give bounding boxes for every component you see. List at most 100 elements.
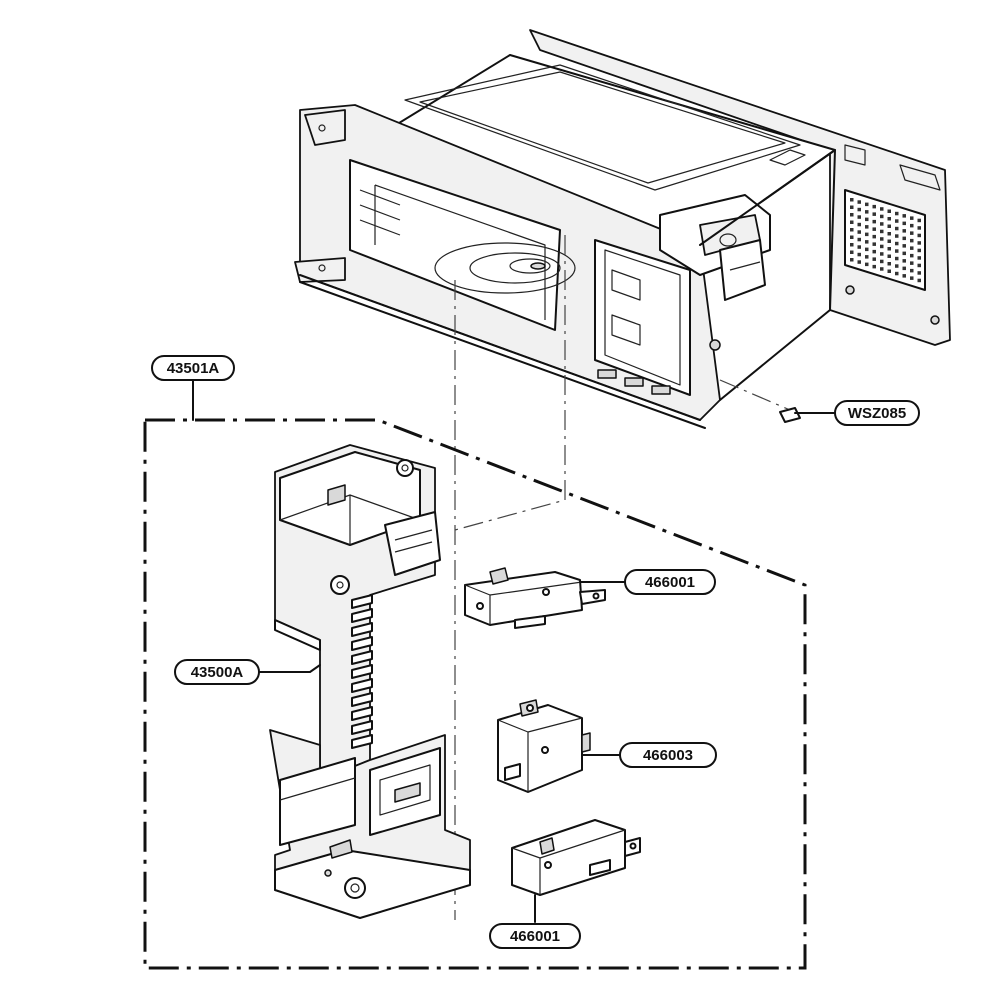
- vent-grille: [844, 189, 926, 291]
- grille-hole: [917, 218, 921, 223]
- grille-hole: [857, 260, 861, 264]
- grille-hole: [872, 242, 876, 246]
- grille-hole: [887, 209, 891, 213]
- grille-hole: [857, 245, 861, 249]
- grille-hole: [857, 252, 861, 257]
- callout-43501a: 43501A: [151, 355, 235, 381]
- grille-hole: [910, 261, 914, 265]
- grille-hole: [887, 239, 891, 243]
- grille-hole: [895, 249, 899, 253]
- switch-466003-middle: [497, 699, 591, 793]
- grille-hole: [917, 278, 921, 283]
- grille-hole: [910, 268, 914, 273]
- latch-rib: [351, 636, 373, 651]
- grille-hole: [895, 234, 899, 238]
- grille-hole: [895, 264, 899, 268]
- grille-hole: [872, 227, 876, 231]
- grille-hole: [887, 254, 891, 258]
- switch-466001-lower: [511, 819, 641, 896]
- grille-hole: [910, 238, 914, 243]
- grille-hole: [880, 222, 884, 226]
- callout-466001-upper: 466001: [624, 569, 716, 595]
- grille-hole: [865, 202, 869, 207]
- grille-hole: [850, 205, 854, 209]
- grille-hole: [887, 269, 891, 273]
- callout-43500a: 43500A: [174, 659, 260, 685]
- grille-hole: [850, 250, 854, 254]
- grille-hole: [865, 217, 869, 222]
- grille-hole: [887, 247, 891, 251]
- grille-hole: [880, 267, 884, 271]
- grille-hole: [850, 213, 854, 217]
- latch-rib: [351, 720, 373, 735]
- latch-rib: [351, 706, 373, 721]
- grille-hole: [872, 219, 876, 224]
- grille-hole: [910, 223, 914, 228]
- grille-hole: [917, 248, 921, 253]
- grille-hole: [902, 214, 906, 218]
- callout-466003: 466003: [619, 742, 717, 768]
- grille-hole: [880, 237, 884, 241]
- grille-hole: [895, 211, 899, 216]
- grille-hole: [895, 241, 899, 246]
- grille-hole: [895, 226, 899, 231]
- grille-hole: [902, 259, 906, 263]
- callout-466001-lower-label: 466001: [510, 928, 560, 945]
- callout-wsz085: WSZ085: [834, 400, 920, 426]
- grille-hole: [857, 230, 861, 234]
- grille-hole: [857, 222, 861, 227]
- grille-hole: [880, 252, 884, 256]
- grille-hole: [865, 225, 869, 229]
- assembly-boundary: [143, 418, 807, 970]
- grille-hole: [865, 210, 869, 214]
- latch-rib: [351, 692, 373, 707]
- grille-hole: [850, 198, 854, 202]
- latch-rib: [351, 594, 373, 609]
- latch-rib: [351, 734, 373, 749]
- grille-hole: [880, 244, 884, 249]
- latch-rib: [351, 650, 373, 665]
- grille-hole: [917, 241, 921, 245]
- grille-hole: [902, 251, 906, 256]
- grille-hole: [895, 219, 899, 223]
- grille-hole: [865, 240, 869, 244]
- grille-hole: [917, 271, 921, 275]
- grille-hole: [902, 221, 906, 226]
- switch-466001-upper: [464, 567, 606, 629]
- leader-lines: [257, 581, 626, 923]
- grille-hole: [917, 233, 921, 238]
- grille-hole: [895, 271, 899, 276]
- grille-hole: [850, 220, 854, 224]
- grille-hole: [872, 257, 876, 261]
- grille-hole: [910, 276, 914, 280]
- latch-rib: [351, 664, 373, 679]
- callout-wsz085-label: WSZ085: [848, 405, 906, 422]
- callout-466001-lower: 466001: [489, 923, 581, 949]
- grille-hole: [910, 246, 914, 250]
- grille-hole: [880, 214, 884, 219]
- grille-hole: [917, 256, 921, 260]
- callout-466003-label: 466003: [643, 747, 693, 764]
- latch-rib: [351, 622, 373, 637]
- grille-hole: [902, 229, 906, 233]
- grille-hole: [880, 229, 884, 234]
- grille-hole: [880, 207, 884, 211]
- grille-hole: [857, 215, 861, 219]
- grille-hole: [872, 234, 876, 239]
- grille-hole: [902, 236, 906, 241]
- grille-hole: [872, 264, 876, 269]
- grille-hole: [857, 237, 861, 242]
- latch-rib: [351, 678, 373, 693]
- grille-hole: [872, 249, 876, 254]
- callout-43500a-label: 43500A: [191, 664, 244, 681]
- alignment-lines: [454, 235, 791, 920]
- grille-hole: [850, 243, 854, 247]
- callout-43501a-label: 43501A: [167, 360, 220, 377]
- grille-hole: [902, 244, 906, 248]
- grille-hole: [872, 212, 876, 216]
- grille-hole: [910, 216, 914, 220]
- latch-rib: [351, 608, 373, 623]
- turntable: [434, 242, 576, 294]
- grille-hole: [865, 247, 869, 252]
